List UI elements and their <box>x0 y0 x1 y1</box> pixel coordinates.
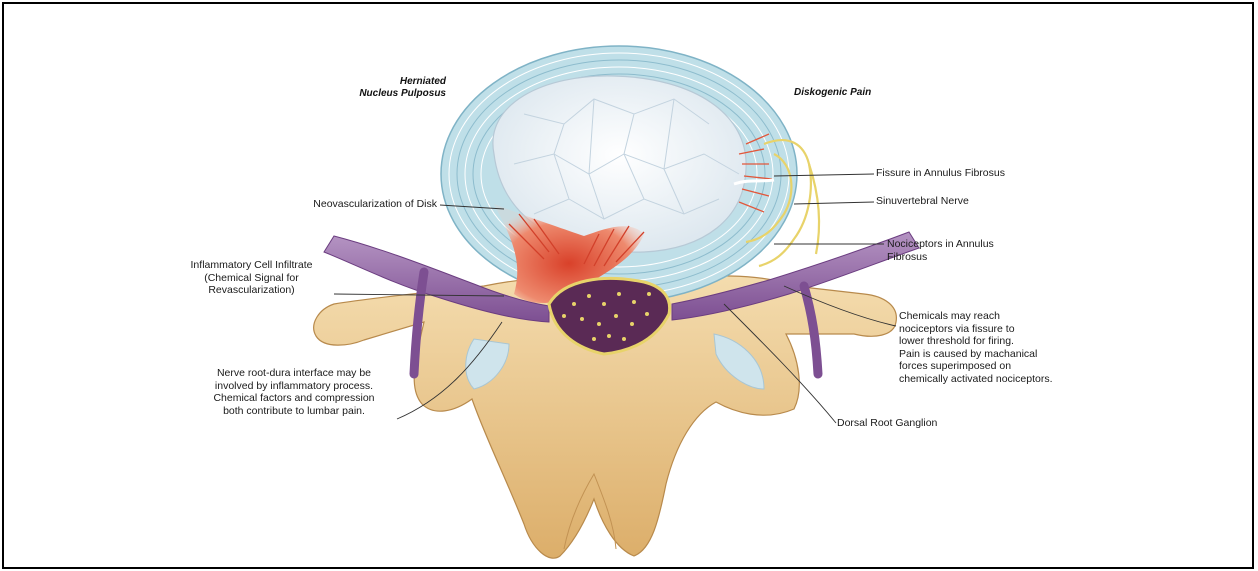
label-nerve-root-dura: Nerve root-dura interface may be involve… <box>189 367 399 417</box>
label-dorsal-root-ganglion: Dorsal Root Ganglion <box>837 417 1017 430</box>
title-herniated-nucleus-pulposus: Herniated Nucleus Pulposus <box>304 76 446 100</box>
label-sinuvertebral-nerve: Sinuvertebral Nerve <box>876 195 1076 208</box>
label-fissure-annulus-fibrosus: Fissure in Annulus Fibrosus <box>876 167 1076 180</box>
label-nociceptors-annulus: Nociceptors in Annulus Fibrosus <box>887 238 1087 263</box>
label-inflammatory-cell-infiltrate: Inflammatory Cell Infiltrate (Chemical S… <box>164 259 339 297</box>
label-chemicals: Chemicals may reach nociceptors via fiss… <box>899 310 1129 385</box>
label-neovascularization: Neovascularization of Disk <box>219 198 437 211</box>
title-diskogenic-pain: Diskogenic Pain <box>794 87 934 99</box>
